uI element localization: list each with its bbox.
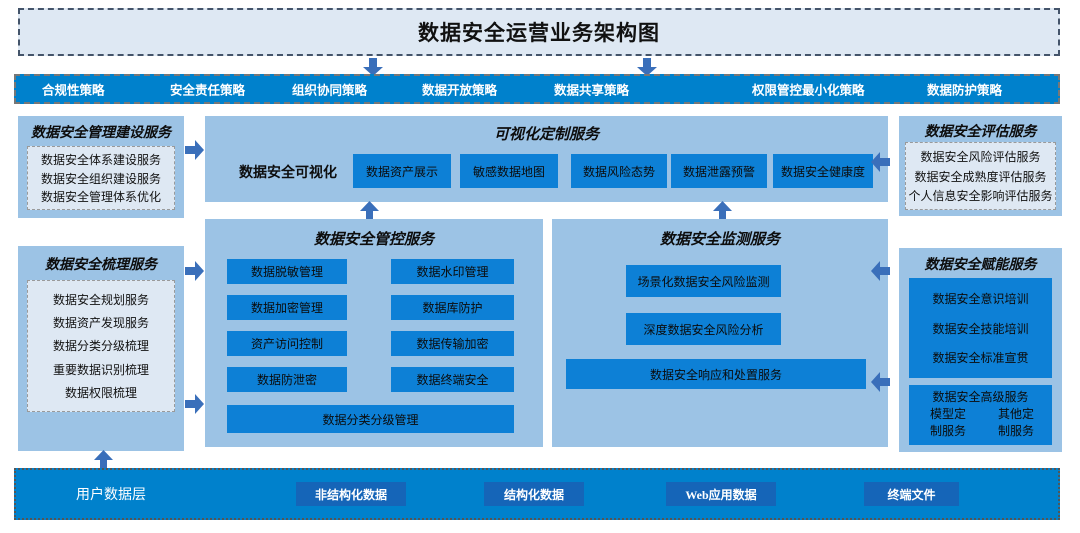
panel-title: 数据安全评估服务 — [924, 125, 1037, 140]
strategy-bar: 合规性策略 安全责任策略 组织协同策略 数据开放策略 数据共享策略 权限管控最小… — [14, 74, 1060, 104]
strategy-item[interactable]: 数据开放策略 — [422, 83, 498, 98]
bottom-chip[interactable]: 终端文件 — [864, 482, 959, 506]
bottom-bar-label: 用户数据层 — [76, 488, 146, 503]
arrow-left-bottom-icon — [871, 372, 890, 392]
list-item[interactable]: 数据安全体系建设服务 — [40, 153, 161, 168]
monitor-chip[interactable]: 场景化数据安全风险监测 — [626, 265, 781, 297]
visualization-chip[interactable]: 数据风险态势 — [571, 154, 667, 188]
advanced-other-service[interactable]: 其他定 制服务 — [985, 406, 1047, 440]
panel-item-list: 数据安全体系建设服务 数据安全组织建设服务 数据安全管理体系优化 — [27, 146, 175, 210]
list-item[interactable]: 数据安全风险评估服务 — [920, 150, 1041, 165]
panel-visualization-service: 可视化定制服务 数据安全可视化 数据资产展示 敏感数据地图 数据风险态势 数据泄… — [205, 116, 888, 202]
list-item[interactable]: 数据分类分级梳理 — [52, 339, 149, 354]
strategy-item[interactable]: 数据共享策略 — [554, 83, 630, 98]
list-item[interactable]: 数据安全成熟度评估服务 — [914, 169, 1047, 184]
panel-data-security-monitor: 数据安全监测服务 场景化数据安全风险监测 深度数据安全风险分析 数据安全响应和处… — [552, 219, 888, 447]
monitor-chip[interactable]: 数据安全响应和处置服务 — [566, 359, 866, 389]
control-chip[interactable]: 数据库防护 — [391, 295, 514, 320]
arrow-right-bottom-icon — [185, 394, 204, 414]
arrow-up-control-icon — [360, 201, 379, 223]
advanced-model-service[interactable]: 模型定 制服务 — [917, 406, 979, 440]
page-title: 数据安全运营业务架构图 — [418, 21, 660, 45]
panel-title: 数据安全赋能服务 — [924, 258, 1037, 273]
strategy-item[interactable]: 合规性策略 — [42, 83, 105, 98]
arrow-left-top-icon — [871, 152, 890, 172]
panel-title: 可视化定制服务 — [493, 127, 599, 143]
list-item[interactable]: 数据安全技能培训 — [932, 321, 1029, 336]
arrow-up-monitor-icon — [713, 201, 732, 223]
arrow-up-bottom-icon — [94, 450, 113, 472]
control-chip[interactable]: 数据终端安全 — [391, 367, 514, 392]
arrow-down-right-icon — [636, 58, 658, 76]
advanced-model-line2: 制服务 — [929, 424, 966, 438]
advanced-other-line2: 制服务 — [997, 424, 1034, 438]
strategy-item[interactable]: 组织协同策略 — [292, 83, 368, 98]
arrow-right-middle-icon — [185, 261, 204, 281]
enablement-item-list: 数据安全意识培训 数据安全技能培训 数据安全标准宣贯 — [909, 278, 1052, 378]
control-chip[interactable]: 资产访问控制 — [227, 331, 347, 356]
visualization-chip[interactable]: 数据安全健康度 — [773, 154, 873, 188]
panel-item-list: 数据安全规划服务 数据资产发现服务 数据分类分级梳理 重要数据识别梳理 数据权限… — [27, 280, 175, 412]
panel-data-security-control: 数据安全管控服务 数据脱敏管理 数据加密管理 资产访问控制 数据防泄密 数据水印… — [205, 219, 543, 447]
list-item[interactable]: 数据安全意识培训 — [932, 292, 1029, 307]
bottom-chip[interactable]: Web应用数据 — [666, 482, 776, 506]
control-chip[interactable]: 数据防泄密 — [227, 367, 347, 392]
panel-data-security-sorting: 数据安全梳理服务 数据安全规划服务 数据资产发现服务 数据分类分级梳理 重要数据… — [18, 246, 184, 451]
panel-data-security-assessment: 数据安全评估服务 数据安全风险评估服务 数据安全成熟度评估服务 个人信息安全影响… — [899, 116, 1062, 216]
list-item[interactable]: 数据安全规划服务 — [52, 293, 149, 308]
list-item[interactable]: 数据资产发现服务 — [52, 316, 149, 331]
diagram-title-box: 数据安全运营业务架构图 — [18, 8, 1060, 56]
panel-title: 数据安全监测服务 — [659, 232, 780, 248]
control-chip[interactable]: 数据传输加密 — [391, 331, 514, 356]
strategy-item[interactable]: 安全责任策略 — [170, 83, 246, 98]
panel-data-security-enablement: 数据安全赋能服务 数据安全意识培训 数据安全技能培训 数据安全标准宣贯 数据安全… — [899, 248, 1062, 452]
bottom-chip[interactable]: 非结构化数据 — [296, 482, 406, 506]
bottom-chip[interactable]: 结构化数据 — [484, 482, 584, 506]
visualization-label: 数据安全可视化 — [239, 166, 337, 181]
panel-advanced-service: 数据安全高级服务 模型定 制服务 其他定 制服务 — [909, 385, 1052, 445]
monitor-chip[interactable]: 深度数据安全风险分析 — [626, 313, 781, 345]
strategy-item[interactable]: 数据防护策略 — [927, 83, 1003, 98]
strategy-item[interactable]: 权限管控最小化策略 — [752, 83, 865, 98]
panel-title: 数据安全管理建设服务 — [31, 126, 171, 141]
arrow-left-middle-icon — [871, 261, 890, 281]
list-item[interactable]: 数据权限梳理 — [64, 385, 137, 400]
list-item[interactable]: 数据安全组织建设服务 — [40, 171, 161, 186]
list-item[interactable]: 数据安全标准宣贯 — [932, 350, 1029, 365]
visualization-chip[interactable]: 数据资产展示 — [353, 154, 451, 188]
panel-title: 数据安全梳理服务 — [45, 258, 157, 273]
visualization-chip[interactable]: 敏感数据地图 — [460, 154, 558, 188]
panel-item-list: 数据安全风险评估服务 数据安全成熟度评估服务 个人信息安全影响评估服务 — [905, 142, 1056, 210]
advanced-model-line1: 模型定 — [929, 407, 966, 421]
control-chip-wide[interactable]: 数据分类分级管理 — [227, 405, 514, 433]
visualization-chip[interactable]: 数据泄露预警 — [671, 154, 767, 188]
list-item[interactable]: 个人信息安全影响评估服务 — [908, 188, 1053, 203]
user-data-layer-bar: 用户数据层 非结构化数据 结构化数据 Web应用数据 终端文件 — [14, 468, 1060, 520]
arrow-down-left-icon — [362, 58, 384, 76]
panel-title: 数据安全管控服务 — [313, 232, 434, 248]
control-chip[interactable]: 数据脱敏管理 — [227, 259, 347, 284]
advanced-service-title: 数据安全高级服务 — [932, 390, 1029, 404]
panel-data-security-management-build: 数据安全管理建设服务 数据安全体系建设服务 数据安全组织建设服务 数据安全管理体… — [18, 116, 184, 218]
arrow-right-top-icon — [185, 140, 204, 160]
advanced-other-line1: 其他定 — [997, 407, 1034, 421]
list-item[interactable]: 重要数据识别梳理 — [52, 362, 149, 377]
list-item[interactable]: 数据安全管理体系优化 — [40, 189, 161, 204]
control-chip[interactable]: 数据水印管理 — [391, 259, 514, 284]
control-chip[interactable]: 数据加密管理 — [227, 295, 347, 320]
